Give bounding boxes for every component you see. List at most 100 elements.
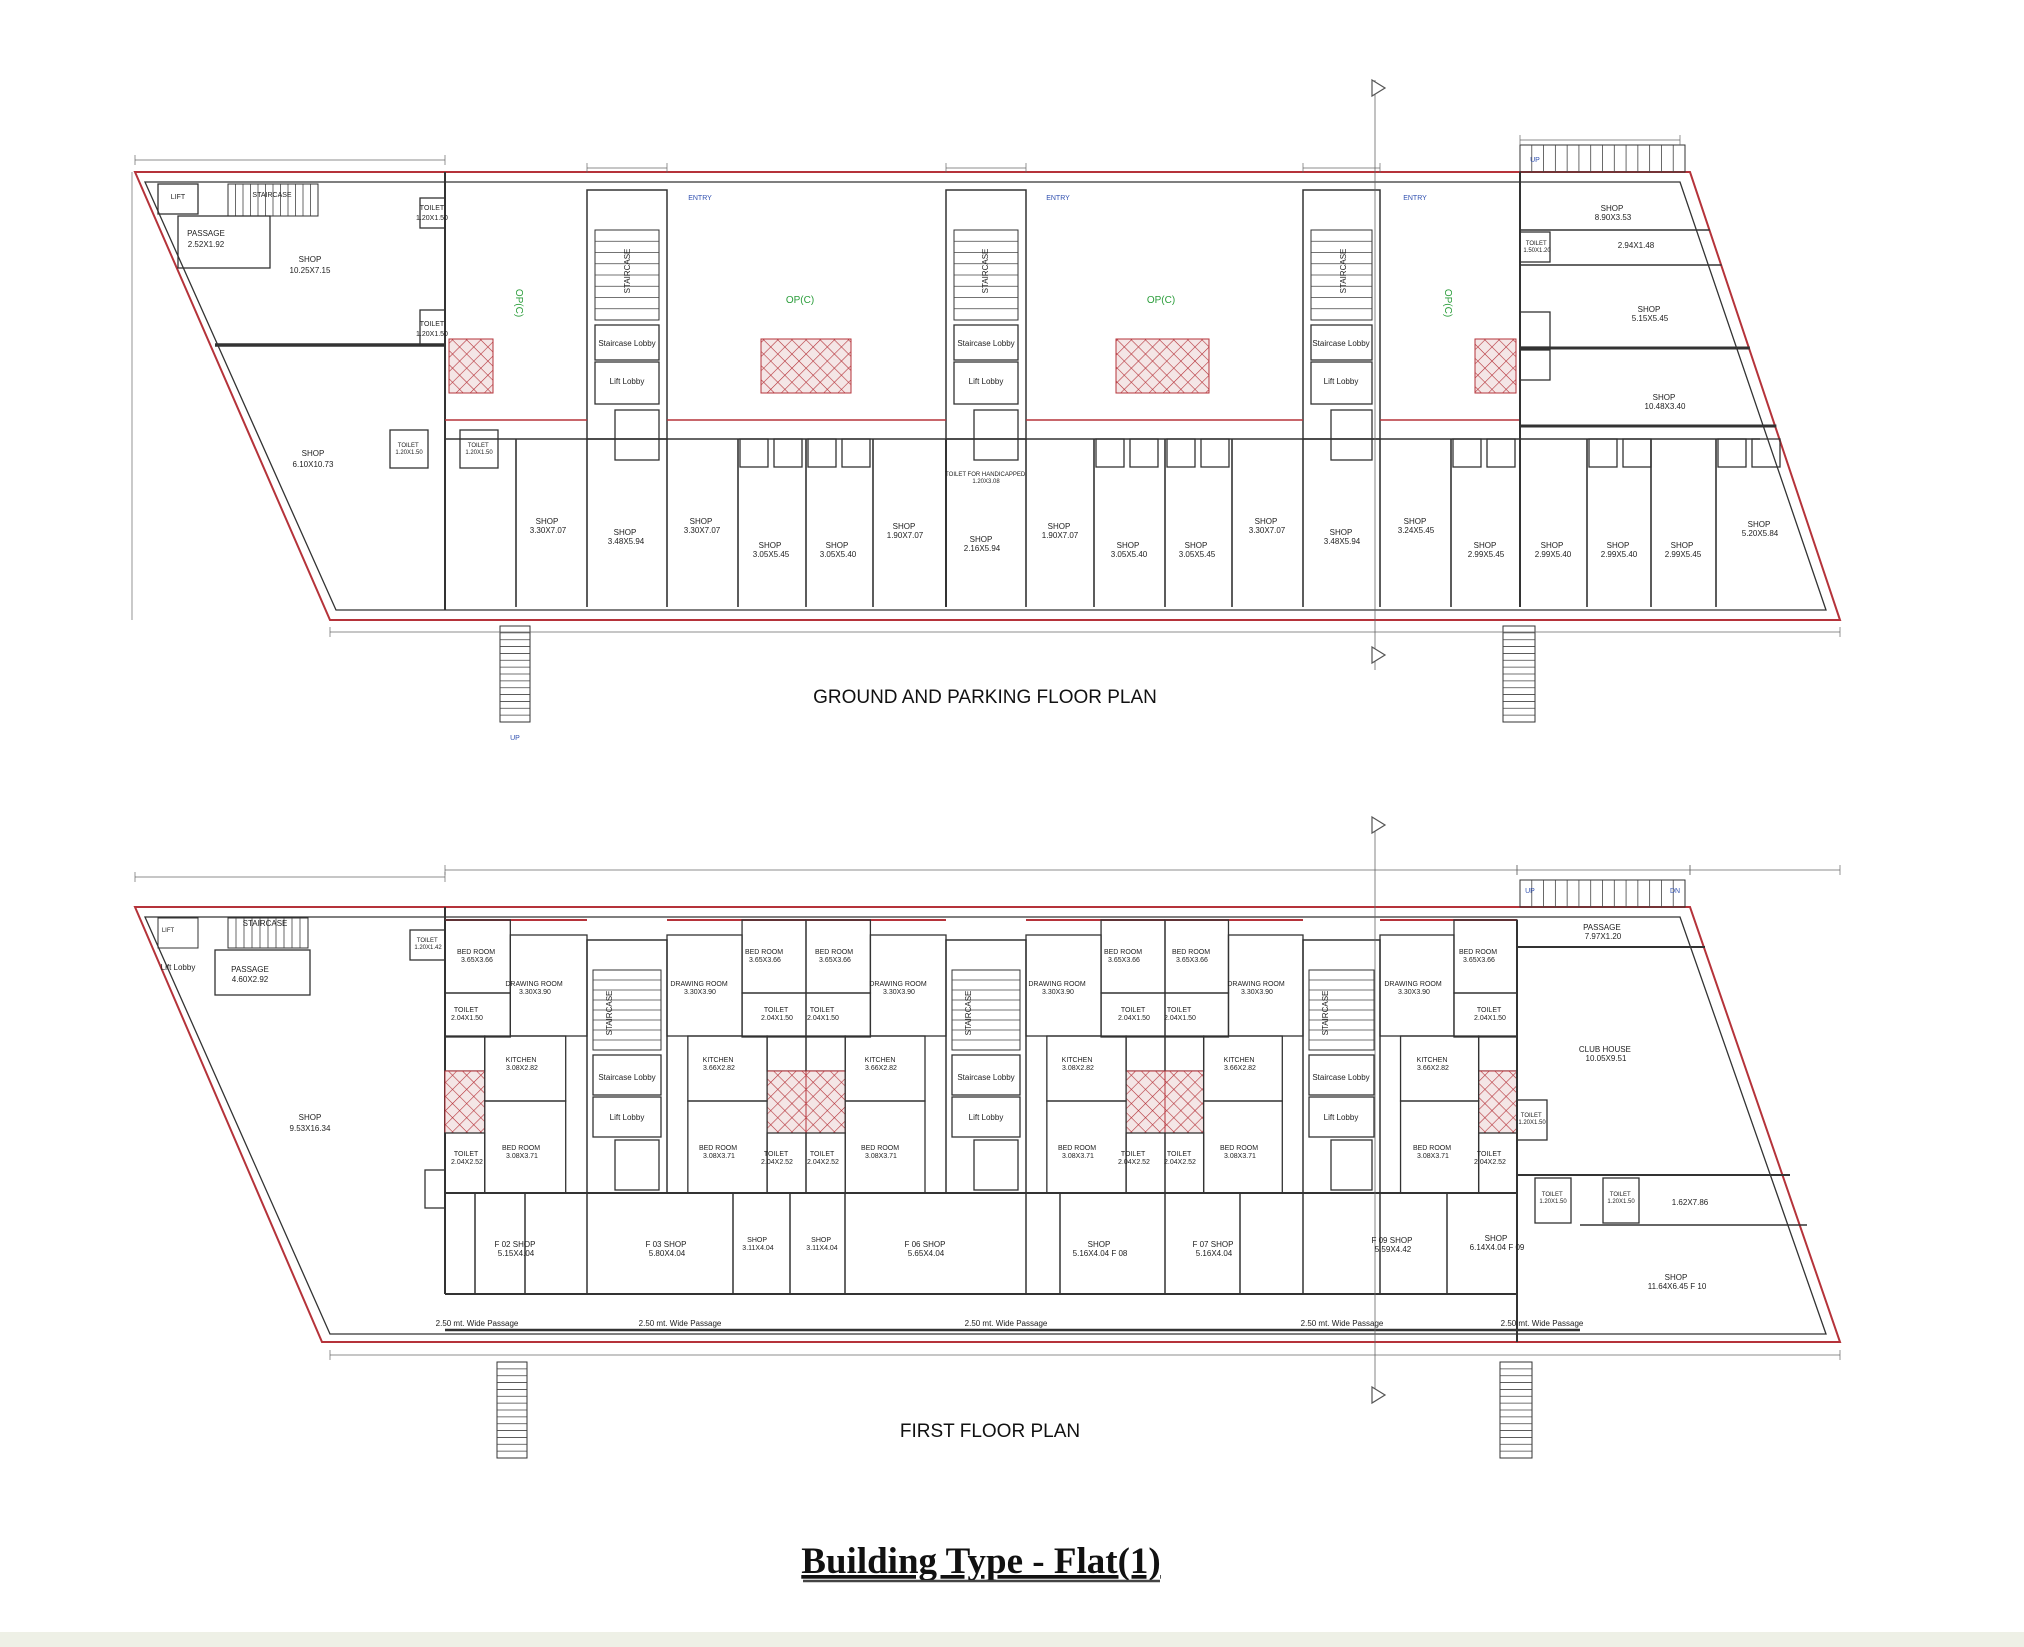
ground-room-label: TOILET bbox=[420, 205, 445, 212]
first-room-label: TOILET 2.04X2.52 bbox=[1164, 1151, 1196, 1166]
duct-hatch bbox=[760, 338, 852, 394]
first-room-label: LIFT bbox=[162, 928, 175, 934]
first-room-label: BED ROOM 3.08X3.71 bbox=[699, 1145, 739, 1160]
lift-lobby bbox=[594, 361, 660, 405]
first-room-label: BED ROOM 3.65X3.66 bbox=[1172, 949, 1212, 964]
ground-room-label: SHOP 3.30X7.07 bbox=[1249, 517, 1286, 535]
toilet-outline bbox=[419, 197, 446, 229]
first-room-label: DRAWING ROOM 3.30X3.90 bbox=[670, 981, 729, 996]
first-room-label: BED ROOM 3.65X3.66 bbox=[457, 949, 497, 964]
ground-room-label: TOILET FOR HANDICAPPED 1.20X3.08 bbox=[945, 472, 1027, 485]
toilet-outline bbox=[1588, 438, 1618, 468]
first-room-label: F 02 SHOP 5.15X4.04 bbox=[495, 1240, 538, 1258]
first-room-label: TOILET 2.04X2.52 bbox=[807, 1151, 839, 1166]
first-room-label: Lift Lobby bbox=[969, 1113, 1004, 1122]
first-room-label: TOILET 2.04X2.52 bbox=[451, 1151, 483, 1166]
first-room-label: KITCHEN 3.66X2.82 bbox=[1224, 1057, 1257, 1072]
lift-shaft bbox=[973, 1139, 1019, 1191]
first-room-label: BED ROOM 3.08X3.71 bbox=[861, 1145, 901, 1160]
ground-room-label: Lift Lobby bbox=[610, 377, 645, 386]
first-room-label: TOILET 2.04X2.52 bbox=[1474, 1151, 1506, 1166]
ground-room-label: OP(C) bbox=[1442, 289, 1453, 317]
duct-hatch bbox=[766, 1070, 807, 1134]
ground-room-label: OP(C) bbox=[513, 289, 524, 317]
toilet-outline bbox=[1717, 438, 1747, 468]
staircase-lobby bbox=[951, 1054, 1021, 1096]
outer-wall bbox=[133, 906, 1842, 1343]
toilet-outline bbox=[1095, 438, 1125, 468]
first-room-label: BED ROOM 3.65X3.66 bbox=[1104, 949, 1144, 964]
first-room-label: TOILET 2.04X2.52 bbox=[1118, 1151, 1150, 1166]
lift-shaft bbox=[614, 1139, 660, 1191]
inner-wall bbox=[144, 916, 1827, 1335]
toilet-outline bbox=[1452, 438, 1482, 468]
inner-wall bbox=[143, 181, 1827, 611]
ground-room-label: ENTRY bbox=[1046, 195, 1070, 202]
duct-hatch bbox=[805, 1070, 846, 1134]
duct-hatch bbox=[1115, 338, 1210, 394]
first-room-label: PASSAGE bbox=[231, 965, 269, 974]
first-room-label: 9.53X16.34 bbox=[290, 1124, 331, 1133]
outer-wall bbox=[133, 171, 1842, 621]
first-room-label: STAIRCASE bbox=[243, 919, 288, 928]
lift-shaft bbox=[614, 409, 660, 461]
first-room-label: Lift Lobby bbox=[161, 963, 196, 972]
ground-room-label: 1.20X1.50 bbox=[416, 331, 448, 338]
first-floor-plan-title: FIRST FLOOR PLAN bbox=[900, 1421, 1080, 1442]
ground-room-label: SHOP 2.16X5.94 bbox=[964, 535, 1001, 553]
duct-hatch bbox=[444, 1070, 486, 1134]
lift-shaft bbox=[1330, 1139, 1373, 1191]
first-room-label: SHOP 11.64X6.45 F 10 bbox=[1648, 1273, 1707, 1291]
first-room-label: TOILET 1.20X1.50 bbox=[1607, 1192, 1635, 1205]
ground-room-label: UP bbox=[510, 735, 520, 742]
first-room-label: SHOP 5.16X4.04 F 08 bbox=[1073, 1240, 1128, 1258]
toilet-outline bbox=[739, 438, 769, 468]
first-room-label: SHOP 6.14X4.04 F 09 bbox=[1470, 1234, 1525, 1252]
toilet-outline bbox=[1166, 438, 1196, 468]
lift-shaft bbox=[1330, 409, 1373, 461]
first-room-label: KITCHEN 3.66X2.82 bbox=[1417, 1057, 1450, 1072]
duct-hatch bbox=[1478, 1070, 1518, 1134]
first-room-label: TOILET 2.04X1.50 bbox=[761, 1007, 793, 1022]
first-room-label: KITCHEN 3.66X2.82 bbox=[865, 1057, 898, 1072]
passage-outline bbox=[177, 215, 271, 269]
lift-lobby bbox=[951, 1096, 1021, 1138]
ground-room-label: 2.94X1.48 bbox=[1618, 241, 1655, 250]
toilet-outline bbox=[1622, 438, 1652, 468]
ground-room-label: Lift Lobby bbox=[1324, 377, 1359, 386]
lift-lobby bbox=[592, 1096, 662, 1138]
first-room-label: Staircase Lobby bbox=[598, 1073, 655, 1082]
first-room-label: DN bbox=[1670, 888, 1680, 895]
first-room-label: 1.62X7.86 bbox=[1672, 1198, 1709, 1207]
toilet-outline bbox=[389, 429, 429, 469]
ground-room-label: SHOP 8.90X3.53 bbox=[1595, 204, 1632, 222]
ground-room-label: Staircase Lobby bbox=[598, 339, 655, 348]
ground-room-label: SHOP 3.30X7.07 bbox=[684, 517, 721, 535]
first-room-label: 4.60X2.92 bbox=[232, 975, 269, 984]
ground-room-label: TOILET bbox=[420, 321, 445, 328]
ground-floor-plan-title: GROUND AND PARKING FLOOR PLAN bbox=[813, 687, 1157, 708]
toilet-outline bbox=[1486, 438, 1516, 468]
ground-room-label: Lift Lobby bbox=[969, 377, 1004, 386]
ground-room-label: LIFT bbox=[171, 194, 186, 201]
first-room-label: SHOP 3.11X4.04 bbox=[806, 1237, 838, 1252]
ground-room-label: STAIRCASE bbox=[981, 249, 990, 294]
first-room-label: F 03 SHOP 5.80X4.04 bbox=[646, 1240, 689, 1258]
toilet-outline bbox=[459, 429, 499, 469]
ground-room-label: SHOP 2.99X5.40 bbox=[1535, 541, 1572, 559]
first-room-label: BED ROOM 3.08X3.71 bbox=[1220, 1145, 1260, 1160]
toilet-outline bbox=[807, 438, 837, 468]
ground-room-label: SHOP 3.05X5.45 bbox=[1179, 541, 1216, 559]
ground-room-label: SHOP 3.05X5.40 bbox=[1111, 541, 1148, 559]
ground-room-label: OP(C) bbox=[786, 295, 814, 306]
first-room-label: TOILET 1.20X1.50 bbox=[1539, 1192, 1567, 1205]
duct-hatch bbox=[1164, 1070, 1205, 1134]
ground-room-label: TOILET 1.50X1.20 bbox=[1523, 241, 1551, 254]
ground-room-label: PASSAGE bbox=[187, 229, 225, 238]
first-room-label: TOILET 1.20X1.50 bbox=[1518, 1113, 1546, 1126]
ground-room-label: SHOP 10.48X3.40 bbox=[1645, 393, 1686, 411]
toilet-outline bbox=[1519, 311, 1551, 348]
toilet-outline bbox=[1516, 1099, 1548, 1141]
ground-room-label: SHOP 1.90X7.07 bbox=[1042, 522, 1079, 540]
